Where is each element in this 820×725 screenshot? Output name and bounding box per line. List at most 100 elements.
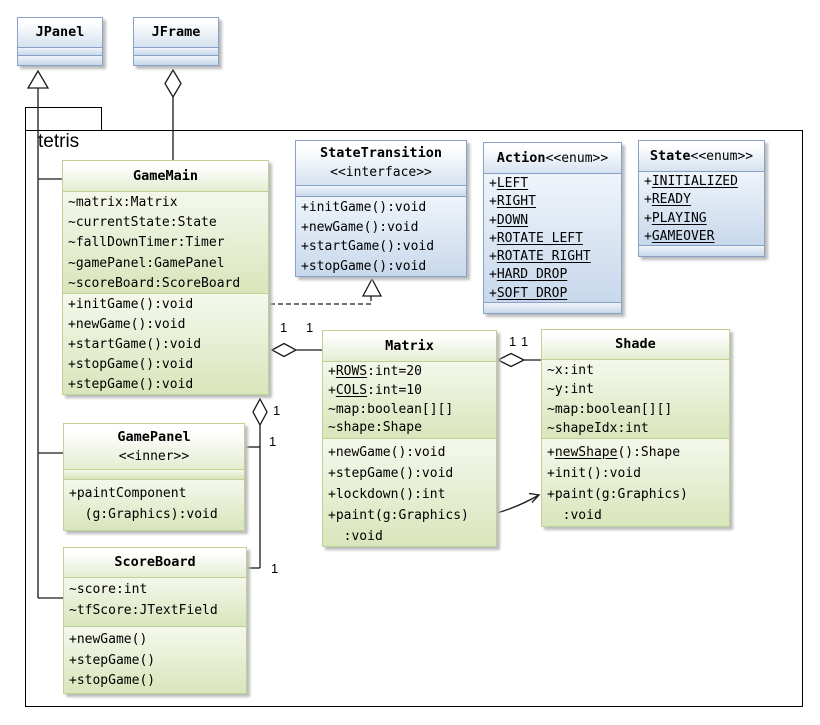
multiplicity-label: 1 <box>280 320 288 335</box>
empty-attributes-compartment <box>296 185 466 196</box>
realization-dashed-line <box>270 296 372 305</box>
multiplicity-label: 1 <box>273 403 281 418</box>
class-box-action-enum[interactable]: Action<<enum>> +LEFT+RIGHT+DOWN+ROTATE_L… <box>483 142 622 314</box>
methods-compartment: +newGame():void+stepGame():void+lockdown… <box>323 437 496 546</box>
multiplicity-label: 1 <box>269 434 277 449</box>
multiplicity-label: 1 <box>509 334 517 349</box>
stereotype-label: <<interface>> <box>330 165 432 180</box>
class-box-gamemain[interactable]: GameMain ~matrix:Matrix ~currentState:Sta… <box>62 160 269 395</box>
matrix-shade-diamond-icon <box>496 352 526 368</box>
class-member: +paintComponent <box>69 486 187 501</box>
class-member: ~currentState:State <box>68 215 217 231</box>
attributes-compartment: +INITIALIZED+READY+PLAYING+GAMEOVER <box>639 171 764 245</box>
class-title: ScoreBoard <box>64 548 246 577</box>
class-title: GameMain <box>63 161 268 191</box>
stereotype-label: <<inner>> <box>118 448 190 464</box>
multiplicity-label: 1 <box>521 334 529 349</box>
methods-compartment: +initGame():void+newGame():void+startGam… <box>63 292 268 394</box>
class-member: +LEFT <box>489 176 529 191</box>
attributes-compartment: ~score:int ~tfScore:JTextField <box>64 577 246 626</box>
class-box-matrix[interactable]: Matrix +ROWS:int=20 +COLS:int=10 ~map:bool… <box>322 330 497 547</box>
class-member: +stepGame() <box>69 652 156 668</box>
class-member: +init():void <box>547 466 641 481</box>
class-member: +COLS:int=10 <box>328 382 422 398</box>
class-title: JFrame <box>134 18 218 47</box>
class-member: +startGame():void <box>68 336 202 352</box>
package-name: tetris <box>38 131 80 152</box>
class-title: Matrix <box>323 331 496 361</box>
attributes-compartment: ~x:int~y:int~map:boolean[][]~shapeIdx:in… <box>542 359 729 438</box>
class-member: +newGame():void <box>328 444 446 460</box>
attributes-compartment: ~matrix:Matrix ~currentState:State ~fallDo… <box>63 191 268 293</box>
class-title: GamePanel <<inner>> <box>64 424 244 469</box>
methods-compartment: +initGame():void+newGame():void+startGam… <box>296 195 466 276</box>
class-member: +newGame() <box>69 632 148 647</box>
class-member: +HARD_DROP <box>489 267 568 283</box>
class-member: +ROWS:int=20 <box>328 364 422 379</box>
class-box-state-enum[interactable]: State<<enum>> +INITIALIZED+READY+PLAYING… <box>638 140 765 257</box>
class-member: +ROTATE_LEFT <box>489 230 583 246</box>
methods-compartment: +newGame() +stepGame() +stopGame() <box>64 626 246 693</box>
jframe-aggregation-diamond-icon <box>164 68 182 99</box>
class-member: +ROTATE_RIGHT <box>489 249 591 265</box>
class-box-shade[interactable]: Shade ~x:int~y:int~map:boolean[][]~shape… <box>541 329 730 527</box>
stereotype-label: <<enum>> <box>690 148 754 164</box>
empty-attributes-compartment <box>134 47 218 55</box>
class-box-jframe[interactable]: JFrame <box>133 17 219 66</box>
empty-attributes-compartment <box>64 469 244 479</box>
generalization-triangle-icon <box>26 69 50 89</box>
class-member: ~score:int <box>69 582 148 597</box>
empty-methods-compartment <box>639 245 764 256</box>
class-title: JPanel <box>18 18 102 47</box>
class-box-gamepanel[interactable]: GamePanel <<inner>> +paintComponent (g:G… <box>63 423 245 531</box>
class-member: +GAMEOVER <box>644 229 715 245</box>
class-box-statetransition[interactable]: StateTransition <<interface>> +initGame(… <box>295 140 467 277</box>
empty-methods-compartment <box>18 55 102 65</box>
class-title: StateTransition <<interface>> <box>296 141 466 185</box>
empty-methods-compartment <box>134 55 218 65</box>
class-member: +stepGame():void <box>68 377 194 393</box>
class-member: +initGame():void <box>68 296 194 312</box>
multiplicity-label: 1 <box>306 320 314 335</box>
class-member: ~fallDownTimer:Timer <box>68 235 225 251</box>
class-member: ~shapeIdx:int <box>547 420 649 436</box>
class-member: +paint(g:Graphics) <box>328 507 469 523</box>
class-member: +INITIALIZED <box>644 174 738 189</box>
paint-dependency-arrowhead-icon <box>528 492 541 503</box>
class-member: +stopGame():void <box>301 259 427 275</box>
empty-attributes-compartment <box>18 47 102 55</box>
gamemain-parts-diamond-icon <box>252 397 268 427</box>
class-box-scoreboard[interactable]: ScoreBoard ~score:int ~tfScore:JTextField… <box>63 547 247 694</box>
class-member: (g:Graphics):void <box>69 506 218 522</box>
class-member: ~map:boolean[][] <box>328 401 454 417</box>
class-member: +stopGame():void <box>68 357 194 373</box>
class-member: ~y:int <box>547 382 594 398</box>
attributes-compartment: +ROWS:int=20 +COLS:int=10 ~map:boolean[][]… <box>323 361 496 438</box>
class-member: +READY <box>644 192 691 208</box>
class-title: State<<enum>> <box>639 141 764 171</box>
attributes-compartment: +LEFT+RIGHT+DOWN+ROTATE_LEFT+ROTATE_RIGH… <box>484 173 621 302</box>
class-box-jpanel[interactable]: JPanel <box>17 17 103 66</box>
class-member: :void <box>547 508 602 523</box>
class-member: ~x:int <box>547 363 594 378</box>
class-member: +newGame():void <box>301 219 419 235</box>
class-title: Shade <box>542 330 729 359</box>
class-member: +initGame():void <box>301 199 427 215</box>
class-member: +stopGame() <box>69 673 156 688</box>
class-member: ~gamePanel:GamePanel <box>68 255 225 271</box>
class-member: +paint(g:Graphics) <box>547 487 688 502</box>
class-member: +DOWN <box>489 212 529 228</box>
multiplicity-label: 1 <box>271 561 279 576</box>
class-member: +SOFT_DROP <box>489 285 568 301</box>
class-member: ~tfScore:JTextField <box>69 602 218 618</box>
empty-methods-compartment <box>484 302 621 313</box>
realization-triangle-icon <box>361 277 383 297</box>
class-member: +newShape():Shape <box>547 445 681 460</box>
methods-compartment: +paintComponent (g:Graphics):void <box>64 479 244 530</box>
class-member: +lockdown():int <box>328 486 446 502</box>
class-member: :void <box>328 528 383 544</box>
class-member: ~shape:Shape <box>328 420 422 436</box>
class-member: ~matrix:Matrix <box>68 195 178 210</box>
